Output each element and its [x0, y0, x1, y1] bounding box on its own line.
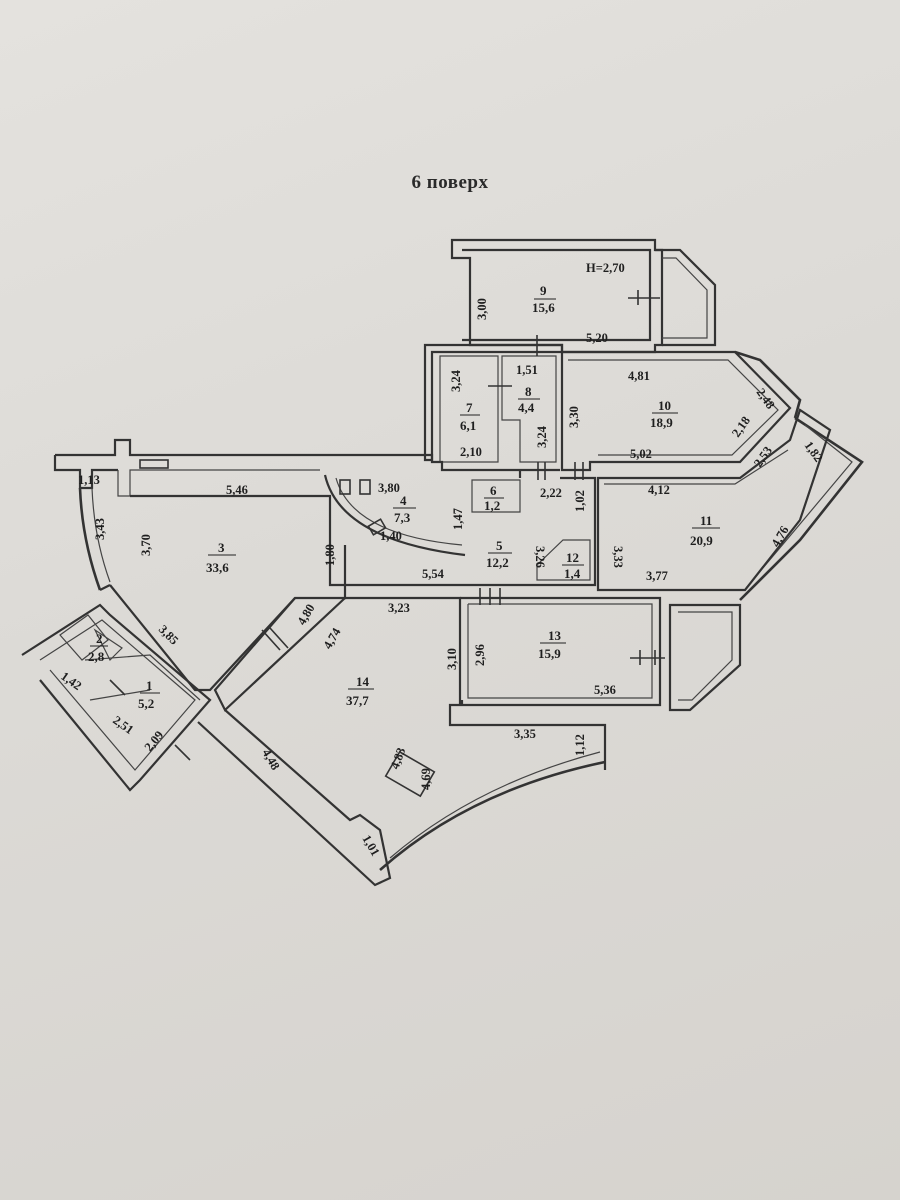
svg-text:33,6: 33,6	[206, 560, 229, 575]
svg-text:5: 5	[496, 538, 503, 553]
room-2-label: 2 2,8	[88, 631, 108, 664]
dimension-label: 5,02	[630, 447, 652, 461]
room-12-label: 12 1,4	[562, 550, 584, 581]
svg-text:15,6: 15,6	[532, 300, 555, 315]
dimension-label: 2,18	[729, 414, 753, 440]
dimension-label: 1,01	[359, 833, 382, 859]
walls	[21, 238, 864, 887]
svg-text:11: 11	[700, 513, 712, 528]
svg-text:7,3: 7,3	[394, 510, 411, 525]
dimension-label: 2,09	[142, 728, 167, 754]
dimension-label: 3,35	[514, 727, 536, 741]
svg-text:2,8: 2,8	[88, 649, 105, 664]
dimension-label: 1,51	[516, 363, 538, 377]
dimension-label: 3,43	[93, 518, 107, 540]
room-3-label: 3 33,6	[206, 540, 236, 575]
dimension-label: 1,13	[78, 473, 100, 487]
dimension-label: 1,47	[451, 508, 465, 530]
dimension-label: 4,74	[320, 625, 343, 652]
dimension-label: 5,20	[586, 331, 608, 345]
room-8-label: 8 4,4	[518, 384, 540, 415]
room-9-label: 9 15,6	[532, 283, 556, 315]
dimension-label: 4,81	[628, 369, 650, 383]
svg-text:1,2: 1,2	[484, 498, 500, 513]
svg-text:5,2: 5,2	[138, 696, 154, 711]
svg-text:12: 12	[566, 550, 579, 565]
dimension-label: 4,69	[419, 768, 433, 790]
dimension-label: 4,76	[768, 524, 791, 550]
dimension-label: 3,30	[567, 406, 581, 428]
svg-text:6: 6	[490, 483, 497, 498]
room-6-label: 6 1,2	[484, 483, 504, 513]
room-11-label: 11 20,9	[690, 513, 720, 548]
dimension-label: 4,48	[259, 747, 282, 773]
svg-text:1,4: 1,4	[564, 566, 581, 581]
dimension-label: 3,24	[535, 425, 549, 448]
dimension-label: 3,26	[533, 546, 547, 568]
room-labels: 9 15,6 8 4,4 7 6,1 10 18,9 11	[88, 283, 720, 711]
svg-text:10: 10	[658, 398, 671, 413]
dimension-labels: 3,00 5,20 1,51 3,24 2,10 3,24 3,30 4,81 …	[58, 298, 825, 858]
dimension-label: 3,33	[611, 546, 625, 568]
svg-text:2: 2	[96, 631, 103, 646]
room-4-label: 4 7,3	[393, 493, 416, 525]
dimension-label: 3,00	[475, 298, 489, 320]
dimension-label: 4,83	[388, 746, 409, 771]
dimension-label: 1,02	[573, 490, 587, 512]
svg-text:20,9: 20,9	[690, 533, 713, 548]
ceiling-height-label: H=2,70	[586, 261, 625, 275]
dimension-label: 3,80	[378, 481, 400, 495]
dimension-label: 3,70	[139, 534, 153, 556]
room-14-label: 14 37,7	[346, 674, 374, 708]
dimension-label: 3,10	[445, 648, 459, 670]
svg-text:8: 8	[525, 384, 532, 399]
svg-text:37,7: 37,7	[346, 693, 369, 708]
svg-text:14: 14	[356, 674, 370, 689]
dimension-label: 1,80	[323, 544, 337, 566]
dimension-label: 5,54	[422, 567, 445, 581]
dimension-label: 3,77	[646, 569, 668, 583]
room-7-label: 7 6,1	[460, 400, 480, 433]
dimension-label: 1,42	[58, 669, 84, 693]
svg-text:3: 3	[218, 540, 225, 555]
room-5-label: 5 12,2	[486, 538, 512, 570]
dimension-label: 3,85	[156, 622, 181, 647]
svg-text:4,4: 4,4	[518, 400, 535, 415]
dimension-label: 1,40	[380, 529, 402, 543]
room-10-label: 10 18,9	[650, 398, 678, 430]
floor-title: 6 поверх	[411, 172, 489, 193]
dimension-label: 5,36	[594, 683, 616, 697]
svg-text:9: 9	[540, 283, 547, 298]
svg-text:7: 7	[466, 400, 473, 415]
svg-text:1: 1	[146, 678, 153, 693]
dimension-label: 1,82	[802, 439, 826, 465]
room-1-label: 1 5,2	[138, 678, 160, 711]
svg-text:6,1: 6,1	[460, 418, 476, 433]
svg-text:13: 13	[548, 628, 562, 643]
dimension-label: 4,80	[294, 602, 317, 628]
dimension-label: 3,24	[449, 369, 463, 392]
svg-text:4: 4	[400, 493, 407, 508]
svg-text:18,9: 18,9	[650, 415, 673, 430]
dimension-label: 2,51	[110, 713, 136, 737]
dimension-label: 2,22	[540, 486, 562, 500]
room-13-label: 13 15,9	[538, 628, 566, 661]
dimension-label: 1,12	[573, 734, 587, 756]
dimension-label: 2,10	[460, 445, 482, 459]
dimension-label: 4,12	[648, 483, 670, 497]
svg-text:12,2: 12,2	[486, 555, 509, 570]
dimension-label: 2,96	[473, 644, 487, 666]
dimension-label: 5,46	[226, 483, 248, 497]
dimension-label: 3,23	[388, 601, 410, 615]
svg-text:15,9: 15,9	[538, 646, 561, 661]
